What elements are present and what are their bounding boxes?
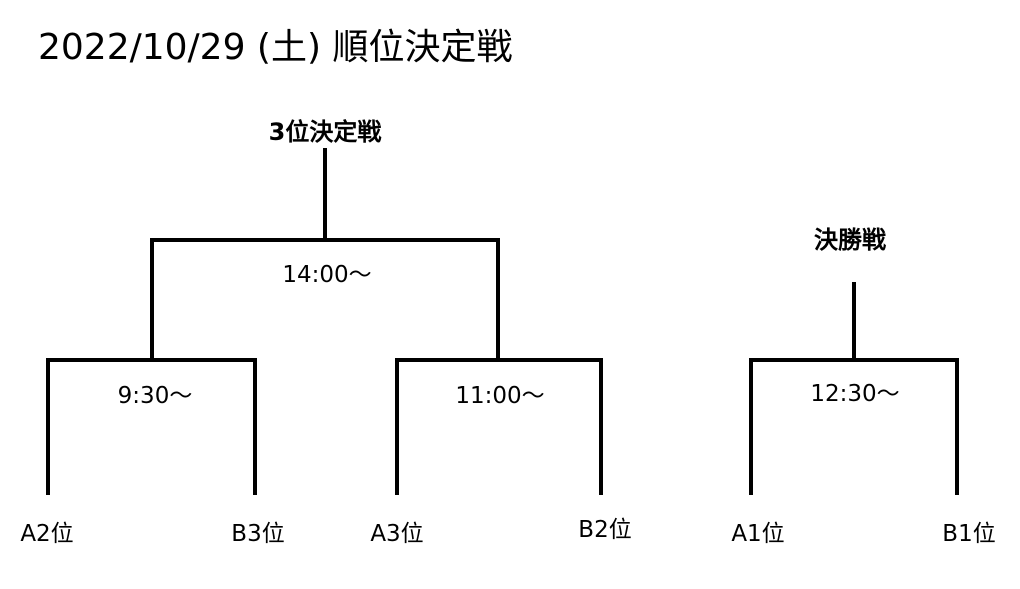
third-place-label: 3位決定戦 (268, 118, 382, 146)
final-time: 12:30〜 (810, 381, 900, 407)
team-b3: B3位 (231, 521, 285, 547)
team-a3: A3位 (370, 521, 424, 547)
team-b1: B1位 (942, 521, 996, 547)
team-b2: B2位 (578, 517, 632, 543)
semi-right-time: 11:00〜 (455, 383, 545, 409)
final-label: 決勝戦 (814, 226, 886, 254)
semi-left-time: 9:30〜 (117, 383, 193, 409)
semi-left-bracket-line (46, 358, 257, 495)
page-title: 2022/10/29 (土) 順位決定戦 (38, 27, 513, 68)
team-a1: A1位 (731, 521, 785, 547)
semi-right-bracket-line (395, 358, 603, 495)
third-place-final-bar (150, 238, 500, 362)
final-bracket-line (749, 358, 959, 495)
third-place-final-time: 14:00〜 (282, 262, 372, 288)
team-a2: A2位 (20, 521, 74, 547)
